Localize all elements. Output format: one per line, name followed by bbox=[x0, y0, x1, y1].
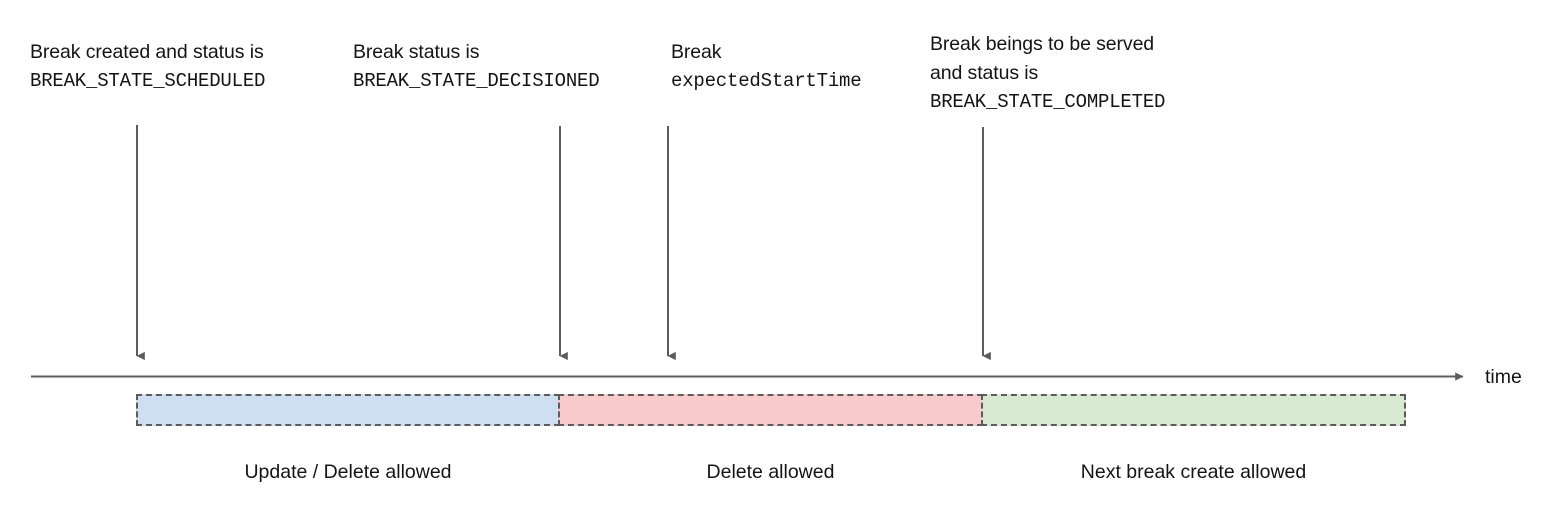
annotation-expected-start-time-line-2: expectedStartTime bbox=[671, 70, 862, 92]
time-axis-label: time bbox=[1485, 366, 1522, 388]
phase-bar-update-delete-allowed bbox=[136, 394, 560, 426]
annotation-break-decisioned-line-2: BREAK_STATE_DECISIONED bbox=[353, 70, 600, 92]
annotation-break-decisioned: Break status is BREAK_STATE_DECISIONED bbox=[353, 38, 600, 96]
annotation-expected-start-time-line-1: Break bbox=[671, 41, 722, 63]
annotation-break-completed-line-3: BREAK_STATE_COMPLETED bbox=[930, 91, 1166, 113]
annotation-break-created-line-1: Break created and status is bbox=[30, 41, 264, 63]
annotation-break-decisioned-line-1: Break status is bbox=[353, 41, 480, 63]
phase-bar-delete-allowed bbox=[558, 394, 983, 426]
annotation-break-created: Break created and status is BREAK_STATE_… bbox=[30, 38, 265, 96]
annotation-break-completed-line-2: and status is bbox=[930, 62, 1039, 84]
annotation-expected-start-time: Break expectedStartTime bbox=[671, 38, 862, 96]
annotation-break-created-line-2: BREAK_STATE_SCHEDULED bbox=[30, 70, 266, 92]
phase-caption-delete-allowed: Delete allowed bbox=[706, 461, 835, 483]
phase-caption-update-delete-allowed: Update / Delete allowed bbox=[244, 461, 452, 483]
phase-bar-next-break-create-allowed bbox=[981, 394, 1406, 426]
phase-caption-next-break-create-allowed: Next break create allowed bbox=[1080, 461, 1307, 483]
annotation-break-completed: Break beings to be served and status is … bbox=[930, 30, 1165, 117]
annotation-break-completed-line-1: Break beings to be served bbox=[930, 33, 1155, 55]
